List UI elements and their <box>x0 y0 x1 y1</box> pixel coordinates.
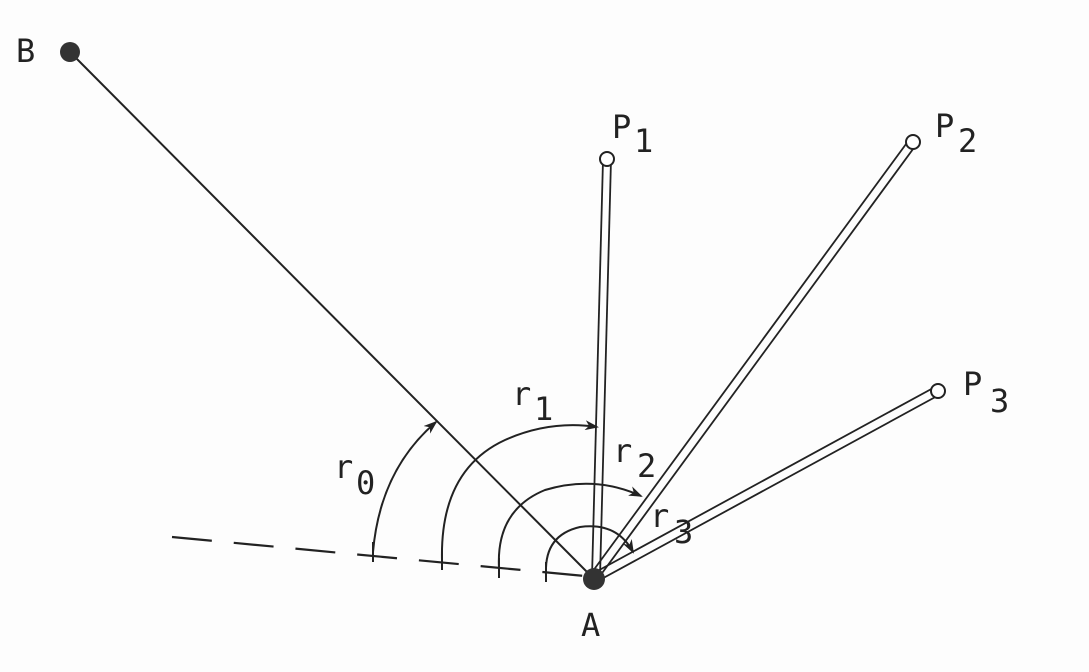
label-r3: r <box>650 497 669 535</box>
label-r2: r <box>613 432 632 470</box>
label-p1: P <box>612 108 631 146</box>
label-r3-subscript: 3 <box>674 513 693 551</box>
angle-arc-r0 <box>372 420 438 562</box>
point-b-marker <box>60 42 80 62</box>
label-r1: r <box>512 375 531 413</box>
ray-a-p1 <box>591 159 612 578</box>
point-a-marker <box>583 568 605 590</box>
label-p2: P <box>935 107 954 145</box>
label-b: B <box>16 32 35 70</box>
label-r0-subscript: 0 <box>356 464 375 502</box>
label-p3: P <box>963 365 982 403</box>
angle-arc-r2 <box>497 482 643 578</box>
ray-a-p2 <box>589 139 917 581</box>
angle-arc-r3 <box>544 525 634 582</box>
label-r2-subscript: 2 <box>637 447 656 485</box>
line-a-b <box>69 51 595 580</box>
label-p3-subscript: 3 <box>990 382 1009 420</box>
point-p2-marker <box>905 134 921 150</box>
label-p1-subscript: 1 <box>634 122 653 160</box>
angle-arc-r1 <box>440 420 599 570</box>
point-p3-marker <box>930 383 946 399</box>
label-r0: r <box>334 448 353 486</box>
label-a: A <box>581 606 600 644</box>
label-p2-subscript: 2 <box>958 122 977 160</box>
label-r1-subscript: 1 <box>534 390 553 428</box>
reference-direction-line <box>171 535 586 578</box>
ray-a-p3 <box>591 386 940 583</box>
point-p1-marker <box>599 151 615 167</box>
